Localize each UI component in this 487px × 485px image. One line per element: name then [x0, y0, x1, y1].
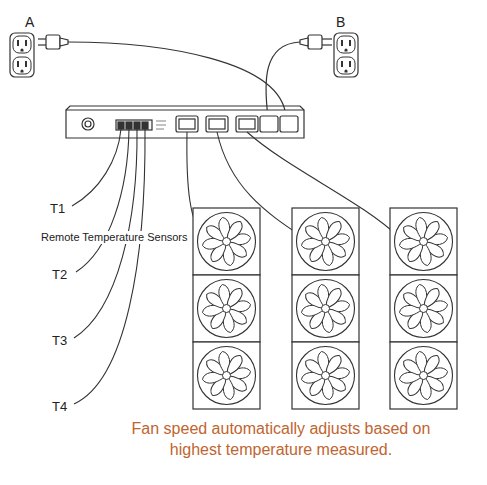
fan — [193, 342, 260, 409]
plug-a — [38, 35, 68, 49]
fan — [390, 275, 457, 342]
fan — [390, 208, 457, 275]
caption: Fan speed automatically adjusts based on… — [106, 419, 456, 461]
fan — [193, 275, 260, 342]
sensor-name: T4 — [52, 400, 67, 415]
sensor-name: T3 — [52, 334, 67, 349]
outlet-a — [10, 33, 34, 77]
outlet-letter: B — [336, 14, 345, 30]
sensor-name: T2 — [52, 268, 67, 283]
group-label: Remote Temperature Sensors — [40, 231, 189, 244]
fan — [292, 342, 359, 409]
outlet-letter: A — [25, 14, 34, 30]
fan — [292, 275, 359, 342]
fan — [292, 208, 359, 275]
sensor-wire — [72, 129, 145, 404]
fan — [193, 208, 260, 275]
fan — [390, 342, 457, 409]
plug-b — [300, 35, 332, 49]
outlet-b — [334, 33, 358, 77]
sensor-name: T1 — [50, 202, 65, 217]
controller-unit — [66, 106, 304, 138]
fan-array — [193, 208, 457, 409]
